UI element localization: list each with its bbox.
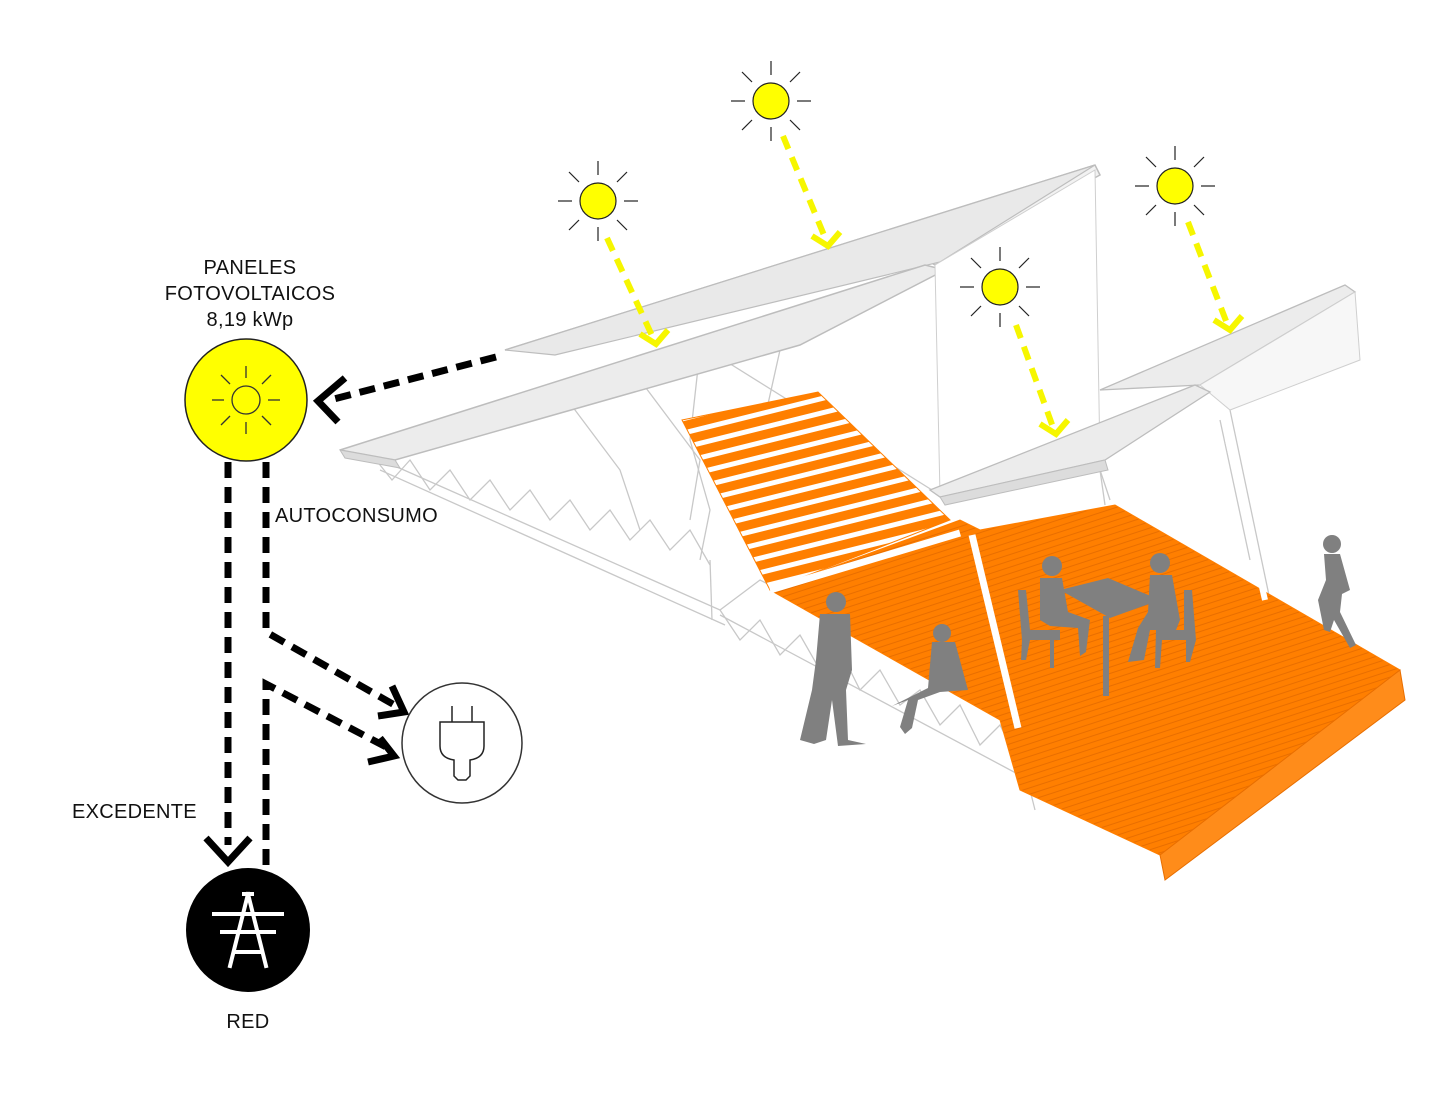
flow-roof-to-panels [329, 353, 497, 404]
ramp-slats [681, 391, 951, 591]
ray-3 [1013, 323, 1057, 432]
power-tower-icon [212, 891, 284, 969]
excedente-label: EXCEDENTE [72, 801, 197, 823]
table [1060, 578, 1160, 696]
person-standing-man [800, 592, 866, 746]
ray-heads [638, 230, 1245, 438]
autoconsumo-label: AUTOCONSUMO [275, 505, 438, 527]
ray-4 [1185, 220, 1231, 328]
person-standing-woman [1318, 535, 1356, 648]
post-2 [968, 534, 1022, 729]
flow-arrowheads [203, 375, 410, 868]
plug-node [401, 682, 523, 804]
flow-autoconsumo [262, 462, 400, 711]
ray-2 [780, 134, 829, 242]
plug-icon [439, 706, 485, 781]
panels-node [184, 338, 308, 462]
sun-icon [212, 366, 280, 434]
sun-icon [731, 61, 811, 141]
sun-icon [960, 247, 1040, 327]
people [800, 535, 1356, 746]
sun-icon [1135, 146, 1215, 226]
roof-right-lower [928, 384, 1212, 498]
flow-grid-to-plug [262, 678, 394, 865]
panels-label: PANELES FOTOVOLTAICOS 8,19 kWp [130, 255, 370, 333]
ray-1 [604, 236, 657, 342]
post-1 [768, 529, 962, 594]
person-seated-left [1018, 556, 1090, 668]
suns [558, 61, 1215, 327]
energy-flows [224, 353, 497, 865]
sun-icon [558, 161, 638, 241]
panels-label-line2: FOTOVOLTAICOS [164, 283, 336, 305]
roof-right-lower-fascia [939, 459, 1109, 506]
deck [681, 391, 1406, 881]
panels-label-line3: 8,19 kWp [206, 309, 294, 331]
deck-edge [1159, 669, 1406, 881]
post-3 [1225, 439, 1268, 601]
sun-rays [604, 134, 1231, 432]
person-seated-right [1128, 553, 1196, 668]
roof-right-upper-side [1199, 291, 1361, 411]
person-seated-woman [892, 624, 968, 734]
roof-front-fascia [338, 449, 402, 469]
grid-node [186, 868, 310, 992]
panels-label-line1: PANELES [203, 257, 297, 279]
deck-surface [768, 504, 1401, 856]
red-label: RED [226, 1011, 270, 1033]
